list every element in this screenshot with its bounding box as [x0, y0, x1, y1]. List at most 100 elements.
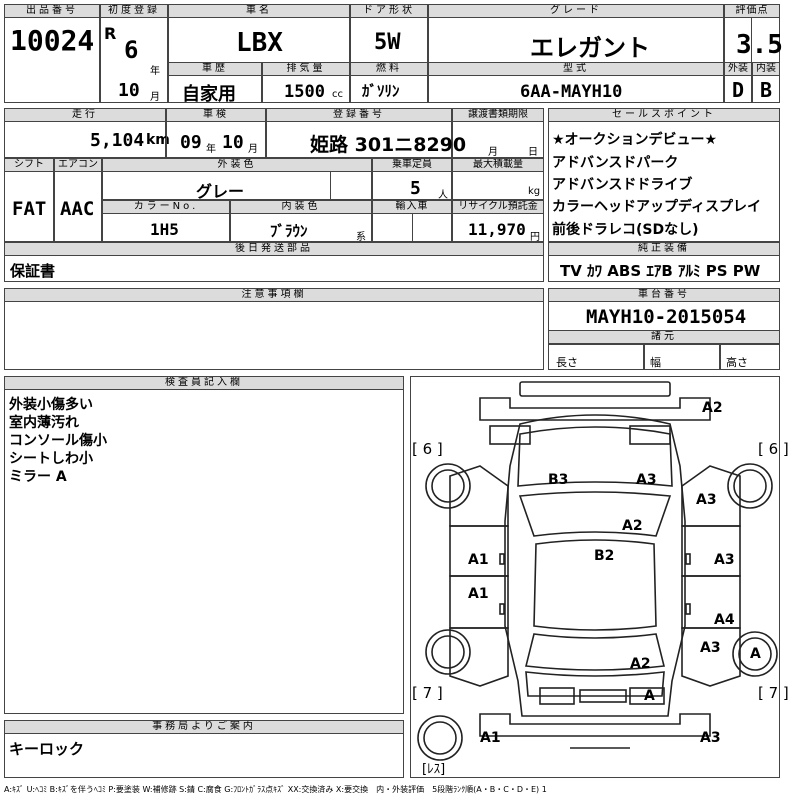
displacement-box — [262, 62, 350, 103]
later-parts-box — [4, 242, 544, 282]
quarter-rr — [681, 627, 741, 687]
spec-length: 長さ — [556, 356, 578, 369]
mark-trunk: A2 — [630, 656, 651, 672]
grade: エレガント — [530, 34, 650, 62]
wheel-rr — [732, 631, 778, 677]
door-rl-outline — [449, 575, 509, 629]
mark-hood-l: B3 — [548, 472, 569, 488]
hood — [517, 426, 673, 487]
inspection-box — [166, 108, 266, 158]
history: 自家用 — [182, 84, 236, 105]
exterior-box — [724, 62, 752, 103]
exterior-score: D — [732, 78, 745, 102]
color-no-box — [102, 200, 230, 242]
transfer-box — [452, 108, 544, 158]
mark-wheel-rr: A — [750, 646, 761, 662]
inspector-note-3: コンソール傷小 — [9, 433, 107, 449]
body-outline — [504, 414, 686, 717]
fuel-box — [350, 62, 428, 103]
spare-label: [ﾚｽ] — [422, 762, 446, 777]
inspector-note-2: 室内薄汚れ — [9, 415, 79, 431]
caution-box — [4, 288, 544, 370]
year-unit: 年 — [150, 66, 160, 77]
model: 6AA-MAYH10 — [520, 82, 623, 102]
ac: AAC — [60, 198, 95, 220]
inspector-box — [4, 376, 404, 714]
model-box — [428, 62, 724, 103]
front-grille — [519, 381, 671, 397]
lot-number: 10024 — [10, 24, 95, 57]
reg-number: 姫路 301ニ8290 — [310, 134, 467, 156]
door-type: 5W — [374, 30, 401, 55]
spec-height-box — [720, 344, 780, 370]
windshield — [518, 491, 672, 537]
roof — [533, 539, 657, 631]
mark-door-rl: A1 — [468, 586, 489, 602]
wheel-fr — [727, 463, 773, 509]
tire-fr-label: [ 6 ] — [758, 440, 789, 458]
office-box — [4, 720, 404, 778]
displacement-unit: cc — [332, 89, 343, 100]
door-fl-outline — [449, 525, 509, 577]
tire-rl-label: [ 7 ] — [412, 684, 443, 702]
capacity-box — [372, 158, 452, 200]
transfer-day-unit: 日 — [528, 147, 538, 158]
inspector-note-5: ミラー A — [9, 469, 67, 485]
wheel-fl — [425, 463, 471, 509]
reg-year: 6 — [124, 36, 139, 64]
interior-box — [752, 62, 780, 103]
tire-rr-label: [ 7 ] — [758, 684, 789, 702]
reg-month: 10 — [118, 80, 140, 101]
rear-glass — [525, 633, 665, 671]
inspector-note-1: 外装小傷多い — [9, 397, 93, 413]
recycle-box — [452, 200, 544, 242]
trunk — [525, 671, 665, 697]
rear-bumper — [479, 713, 711, 737]
office-note: キーロック — [9, 740, 85, 758]
spec-width-box — [644, 344, 720, 370]
displacement: 1500 — [284, 82, 325, 102]
mark-rear-plate: A — [644, 688, 655, 704]
wheel-rl — [425, 629, 471, 675]
fender-fr — [681, 465, 741, 527]
mileage: 5,104 — [90, 130, 145, 151]
car-diagram-box — [410, 376, 780, 778]
era: R — [104, 24, 117, 43]
interior-score: B — [760, 78, 773, 102]
insp-month-unit: 月 — [248, 144, 258, 155]
equipment: TV ｶﾜ ABS ｴｱB ｱﾙﾐ PS PW — [560, 262, 761, 280]
insp-year: 09 — [180, 132, 202, 153]
car-name: LBX — [236, 28, 283, 58]
score: 3.5 — [736, 30, 783, 60]
mark-door-fr: A3 — [714, 552, 735, 568]
capacity-unit: 人 — [438, 190, 448, 201]
history-box — [168, 62, 262, 103]
equipment-box — [548, 242, 780, 282]
transfer-month-unit: 月 — [488, 147, 498, 158]
mark-hood-r: A3 — [636, 472, 657, 488]
rear-plate-l — [539, 687, 575, 705]
fender-fl — [449, 465, 509, 527]
ext-color-divider — [330, 172, 331, 200]
sales-point-5: 前後ドラレコ(SDなし) — [552, 222, 699, 238]
sales-points-box — [548, 108, 780, 242]
mark-quarter-r: A3 — [700, 640, 721, 656]
ac-box — [54, 158, 102, 242]
mark-fender-r: A3 — [696, 492, 717, 508]
quarter-rl — [449, 627, 509, 687]
mileage-box — [4, 108, 166, 158]
month-unit: 月 — [150, 92, 160, 103]
rear-plate — [579, 689, 627, 703]
sales-point-4: カラーヘッドアップディスプレイ — [552, 199, 762, 215]
max-load-unit: kg — [528, 186, 541, 197]
rear-plate-r — [629, 687, 665, 705]
int-color-box — [230, 200, 372, 242]
import-divider — [412, 214, 413, 242]
mark-roof: B2 — [594, 548, 615, 564]
max-load-box — [452, 158, 544, 200]
mileage-unit: km — [146, 132, 170, 148]
color-no: 1H5 — [150, 220, 179, 239]
mark-door-fl: A1 — [468, 552, 489, 568]
shift: FAT — [12, 198, 47, 220]
spec-width: 幅 — [650, 356, 661, 369]
